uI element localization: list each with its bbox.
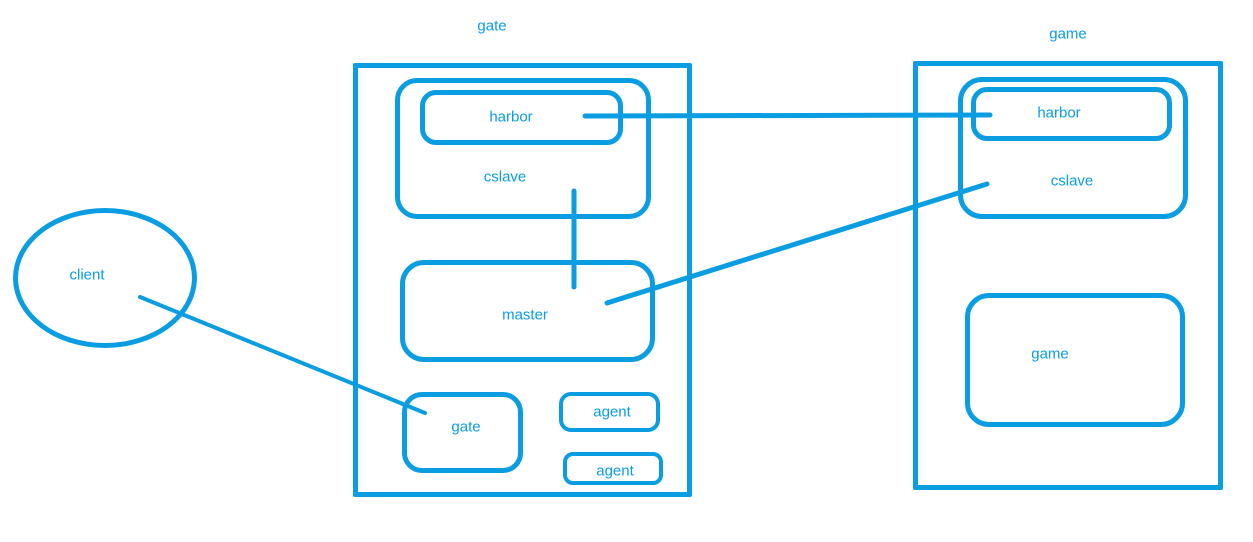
gate-group-title: gate	[477, 17, 507, 35]
node-master-label: master	[502, 306, 548, 324]
node-agent-bottom: agent	[563, 452, 663, 485]
node-cslave-gate: cslave	[395, 78, 651, 219]
node-client: client	[13, 208, 197, 348]
node-cslave-gate-label: cslave	[483, 168, 527, 186]
node-harbor-game-label: harbor	[1037, 104, 1081, 122]
node-cslave-game: cslave	[958, 77, 1188, 219]
node-gate: gate	[402, 392, 523, 473]
node-agent-top: agent	[559, 392, 660, 432]
node-cslave-game-label: cslave	[1050, 172, 1094, 190]
game-group-title: game	[1049, 25, 1087, 43]
node-gate-label: gate	[451, 418, 481, 436]
node-agent-top-label: agent	[593, 403, 631, 421]
node-client-label: client	[69, 266, 105, 284]
node-game: game	[965, 293, 1185, 427]
gate-group-box	[353, 63, 692, 497]
node-harbor-gate: harbor	[420, 90, 623, 145]
node-game-label: game	[1031, 345, 1069, 363]
node-harbor-game: harbor	[971, 87, 1172, 141]
game-group-box	[913, 61, 1223, 490]
node-master: master	[400, 260, 655, 362]
node-agent-bottom-label: agent	[596, 462, 634, 480]
node-harbor-gate-label: harbor	[489, 108, 533, 126]
